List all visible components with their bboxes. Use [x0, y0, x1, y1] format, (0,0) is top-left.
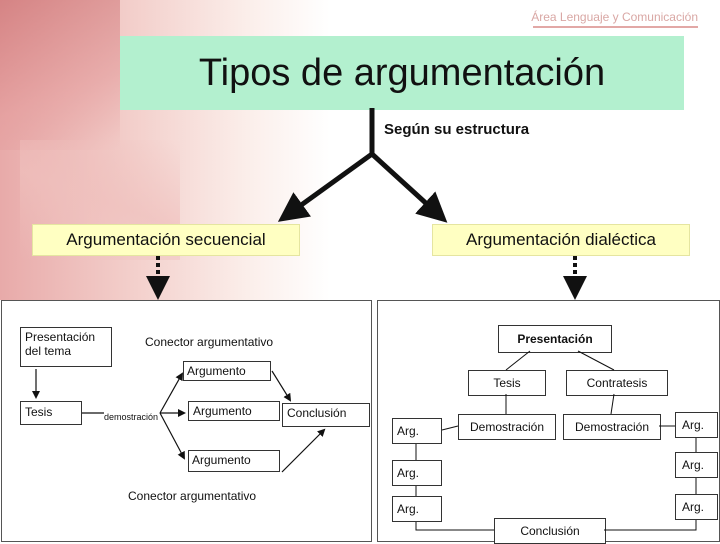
- demonstration-box-left: Demostración: [458, 414, 556, 440]
- demonstration-label: demostración: [104, 412, 159, 422]
- decorative-book-image: [0, 0, 120, 150]
- arrow-argument-to-conclusion-bottom: [281, 428, 326, 473]
- argument-box-top: Argumento: [183, 361, 271, 381]
- arg-box-right-1: Arg.: [675, 412, 718, 438]
- dialectic-antithesis-box: Contratesis: [566, 370, 668, 396]
- line-demo-arg-left: [441, 425, 459, 431]
- argument-box-middle: Argumento: [188, 401, 280, 421]
- page-title: Tipos de argumentación: [120, 36, 684, 110]
- line-presentation-thesis: [505, 350, 531, 371]
- arg-box-left-2: Arg.: [392, 460, 442, 486]
- arg-box-right-3: Arg.: [675, 494, 718, 520]
- line-presentation-antithesis: [577, 350, 615, 371]
- arg-box-right-2: Arg.: [675, 452, 718, 478]
- conclusion-box: Conclusión: [282, 403, 370, 427]
- connector-label-bottom: Conector argumentativo: [128, 489, 257, 503]
- argument-box-bottom: Argumento: [188, 450, 280, 472]
- dialectic-thesis-box: Tesis: [468, 370, 546, 396]
- thesis-box: Tesis: [20, 401, 82, 425]
- arrow-to-dialectic: [370, 152, 448, 223]
- arrow-demo-to-argument-top: [159, 372, 183, 414]
- demonstration-box-right: Demostración: [563, 414, 661, 440]
- line-arg-left-to-conclusion: [415, 522, 494, 531]
- header-underline: [533, 26, 698, 28]
- connector-label-top: Conector argumentativo: [145, 335, 274, 349]
- dialectic-argumentation-box: Argumentación dialéctica: [432, 224, 690, 256]
- arrow-argument-to-conclusion-top: [271, 370, 292, 402]
- arg-box-left-3: Arg.: [392, 496, 442, 522]
- arrow-to-sequential: [277, 151, 374, 222]
- line-arg-right-to-conclusion: [604, 520, 697, 531]
- header-label: Área Lenguaje y Comunicación: [531, 10, 698, 24]
- sequential-argumentation-box: Argumentación secuencial: [32, 224, 300, 256]
- line-antithesis-demo: [610, 393, 615, 415]
- arg-box-left-1: Arg.: [392, 418, 442, 444]
- structure-subtitle: Según su estructura: [384, 121, 530, 138]
- arrow-demo-to-argument-bottom: [159, 412, 185, 460]
- presentation-topic-box: Presentación del tema: [20, 327, 112, 367]
- dialectic-presentation-box: Presentación: [498, 325, 612, 353]
